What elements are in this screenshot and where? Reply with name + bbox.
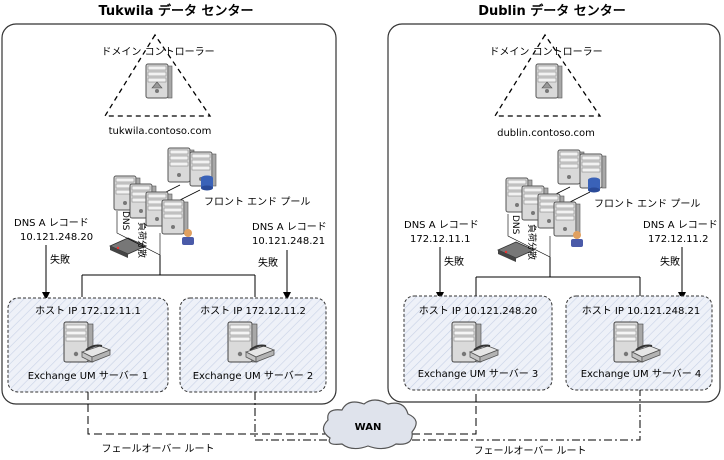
right-dns-record-2-fail: 失敗 xyxy=(660,255,680,268)
right-dns-record-2-label: DNS A レコード xyxy=(643,220,718,231)
database-icon xyxy=(201,175,213,191)
left-dns-record-2-ip: 10.121.248.21 xyxy=(252,236,325,247)
left-front-end-pool: DNS 負荷分散 xyxy=(109,147,217,258)
right-pool-load-tag: 負荷分散 xyxy=(526,224,538,260)
um-server-2-host-ip: ホスト IP 172.12.11.2 xyxy=(200,305,306,317)
cloud-icon xyxy=(322,399,417,450)
um-server-4-host-ip: ホスト IP 10.121.248.21 xyxy=(582,305,701,317)
left-dns-record-1-fail: 失敗 xyxy=(50,253,70,266)
load-balancer-icon xyxy=(497,241,535,262)
left-pool-label: フロント エンド プール xyxy=(204,196,310,208)
right-dns-record-1-label: DNS A レコード xyxy=(404,220,479,231)
right-domain-triangle xyxy=(493,33,602,117)
failover-route-left-label: フェールオーバー ルート xyxy=(101,443,214,455)
left-domain-triangle xyxy=(103,33,212,117)
user-icon xyxy=(571,231,583,247)
right-dns-record-2-ip: 172.12.11.2 xyxy=(648,234,708,245)
right-dns-record-1-fail: 失敗 xyxy=(444,255,464,268)
left-domain-name: tukwila.contoso.com xyxy=(109,126,212,137)
left-dns-record-1-label: DNS A レコード xyxy=(14,218,89,229)
failover-route-right-line-end xyxy=(412,390,641,441)
left-pool-dns-tag: DNS xyxy=(120,211,130,231)
domain-controller-icon xyxy=(145,63,173,99)
left-pool-load-tag: 負荷分散 xyxy=(136,222,148,258)
right-domain-controller-label: ドメイン コントローラー xyxy=(489,46,602,58)
right-pool-label: フロント エンド プール xyxy=(594,198,700,210)
um-server-4-name: Exchange UM サーバー 4 xyxy=(581,368,702,380)
right-domain-name: dublin.contoso.com xyxy=(497,128,595,139)
left-dns-record-2-label: DNS A レコード xyxy=(252,222,327,233)
server-icon xyxy=(553,201,581,237)
left-dns-record-2-fail: 失敗 xyxy=(258,256,278,269)
right-dns-record-1-ip: 172.12.11.1 xyxy=(410,234,470,245)
server-icon xyxy=(161,199,189,235)
left-dc-title: Tukwila データ センター xyxy=(98,3,253,19)
failover-route-left-line xyxy=(87,392,330,435)
domain-controller-icon xyxy=(535,63,563,99)
um-server-1-name: Exchange UM サーバー 1 xyxy=(28,370,149,382)
failover-route-right-label: フェールオーバー ルート xyxy=(473,445,586,457)
um-server-3-name: Exchange UM サーバー 3 xyxy=(418,368,539,380)
database-icon xyxy=(588,177,600,193)
um-server-2-name: Exchange UM サーバー 2 xyxy=(193,370,314,382)
um-server-3-host-ip: ホスト IP 10.121.248.20 xyxy=(419,305,538,317)
right-front-end-pool: DNS 負荷分散 xyxy=(497,149,607,262)
wan-label: WAN xyxy=(355,422,382,433)
user-icon xyxy=(182,229,194,245)
left-domain-controller-label: ドメイン コントローラー xyxy=(101,46,214,58)
load-balancer-icon xyxy=(109,237,147,258)
um-server-1-host-ip: ホスト IP 172.12.11.1 xyxy=(35,305,141,317)
failover-route-right-line xyxy=(254,392,330,441)
left-dns-record-1-ip: 10.121.248.20 xyxy=(20,232,93,243)
right-pool-dns-tag: DNS xyxy=(510,215,520,235)
failover-route-left-line-end xyxy=(412,390,477,435)
right-dc-title: Dublin データ センター xyxy=(478,3,626,19)
